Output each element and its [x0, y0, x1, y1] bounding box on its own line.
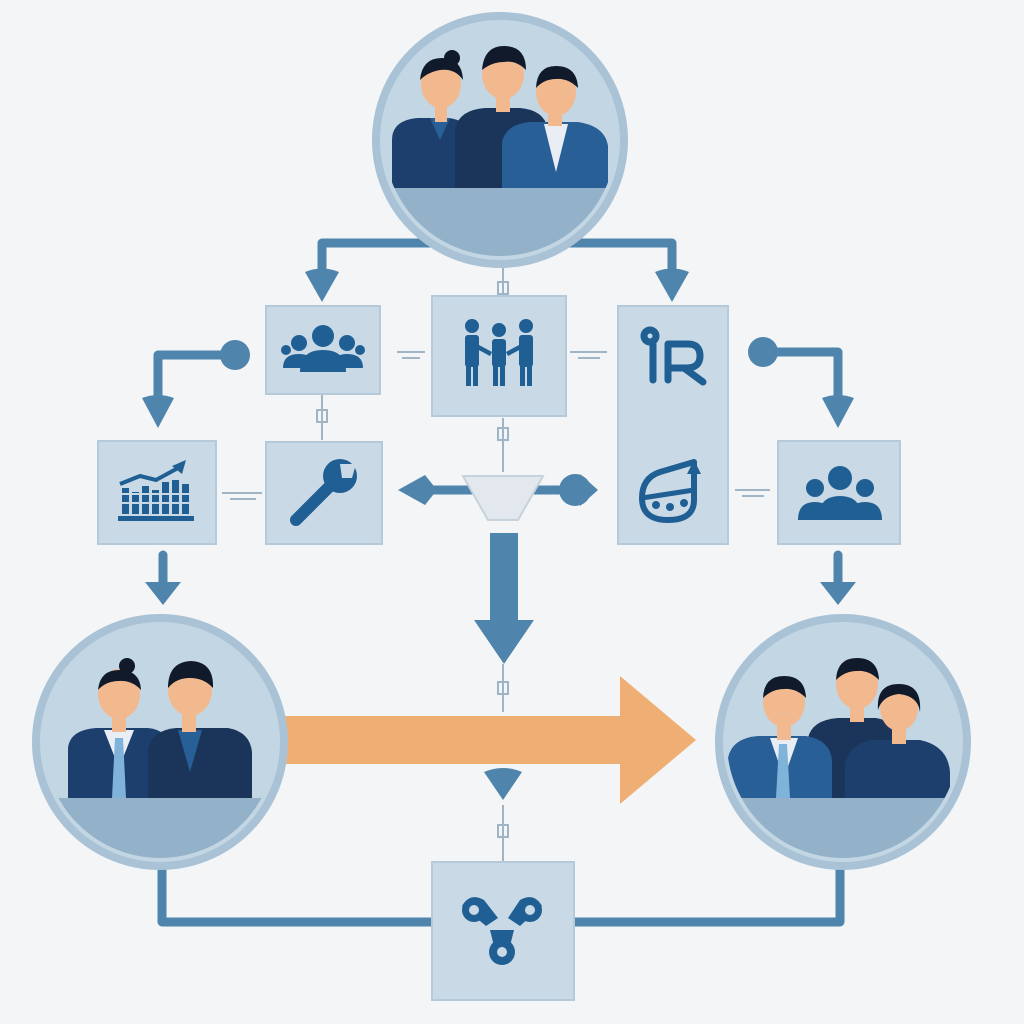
two-people-icon	[68, 658, 252, 798]
arrowhead-group	[822, 395, 854, 428]
small-link-collab-tools	[570, 351, 607, 359]
small-link-analytics-wrench	[222, 492, 262, 500]
small-link-square-4	[497, 824, 509, 838]
arrowhead-analytics	[142, 395, 174, 428]
box-wrench[interactable]	[265, 441, 383, 545]
wrench-icon	[290, 459, 357, 526]
arrowhead-tools	[655, 268, 689, 302]
arrowhead-left-circle	[145, 582, 181, 605]
box-collaboration[interactable]	[431, 295, 567, 417]
group-icon	[798, 466, 882, 520]
handshake-people-icon	[465, 319, 533, 386]
arrow-right-icon	[272, 676, 696, 804]
box-network[interactable]	[431, 861, 575, 1001]
wrench-ruler-icon	[640, 326, 707, 386]
box-team[interactable]	[265, 305, 381, 395]
connector-dot-team	[220, 340, 250, 370]
box-tools-growth[interactable]	[617, 305, 729, 545]
small-link-square-3	[497, 681, 509, 695]
funnel-icon	[461, 475, 545, 521]
central-arrow-left-end	[398, 475, 437, 505]
bar-chart-icon	[118, 460, 194, 521]
connector-dot-tools	[748, 337, 778, 367]
box-analytics[interactable]	[97, 440, 217, 545]
central-arrow-right-tip	[580, 474, 598, 506]
right-group-circle[interactable]	[713, 614, 973, 878]
small-link-team-collab	[397, 351, 425, 359]
small-link-square-1	[497, 281, 509, 295]
connector-left-to-network	[157, 865, 437, 927]
connector-arrowheads	[142, 268, 856, 800]
central-down-arrow	[474, 533, 534, 664]
small-link-growth-group	[735, 489, 770, 497]
arrowhead-team	[305, 268, 339, 302]
small-links	[222, 264, 770, 862]
connector-top-to-tools	[565, 238, 677, 287]
connector-tools-to-group	[760, 347, 843, 405]
small-link-square-5	[316, 409, 328, 423]
left-group-circle[interactable]	[30, 614, 290, 878]
arrowhead-right-circle	[820, 582, 856, 605]
box-group[interactable]	[777, 440, 901, 545]
team-icon	[281, 325, 365, 372]
connector-team-to-analytics	[153, 350, 238, 405]
connector-top-to-team	[317, 238, 435, 287]
arrowhead-network	[484, 768, 522, 800]
connector-right-to-network	[570, 865, 845, 927]
three-people-icon	[728, 658, 950, 798]
boat-growth-icon	[639, 459, 701, 523]
network-nodes-icon	[462, 897, 542, 965]
three-people-icon	[392, 46, 608, 188]
top-group-circle[interactable]	[370, 12, 630, 268]
small-link-square-2	[497, 427, 509, 441]
